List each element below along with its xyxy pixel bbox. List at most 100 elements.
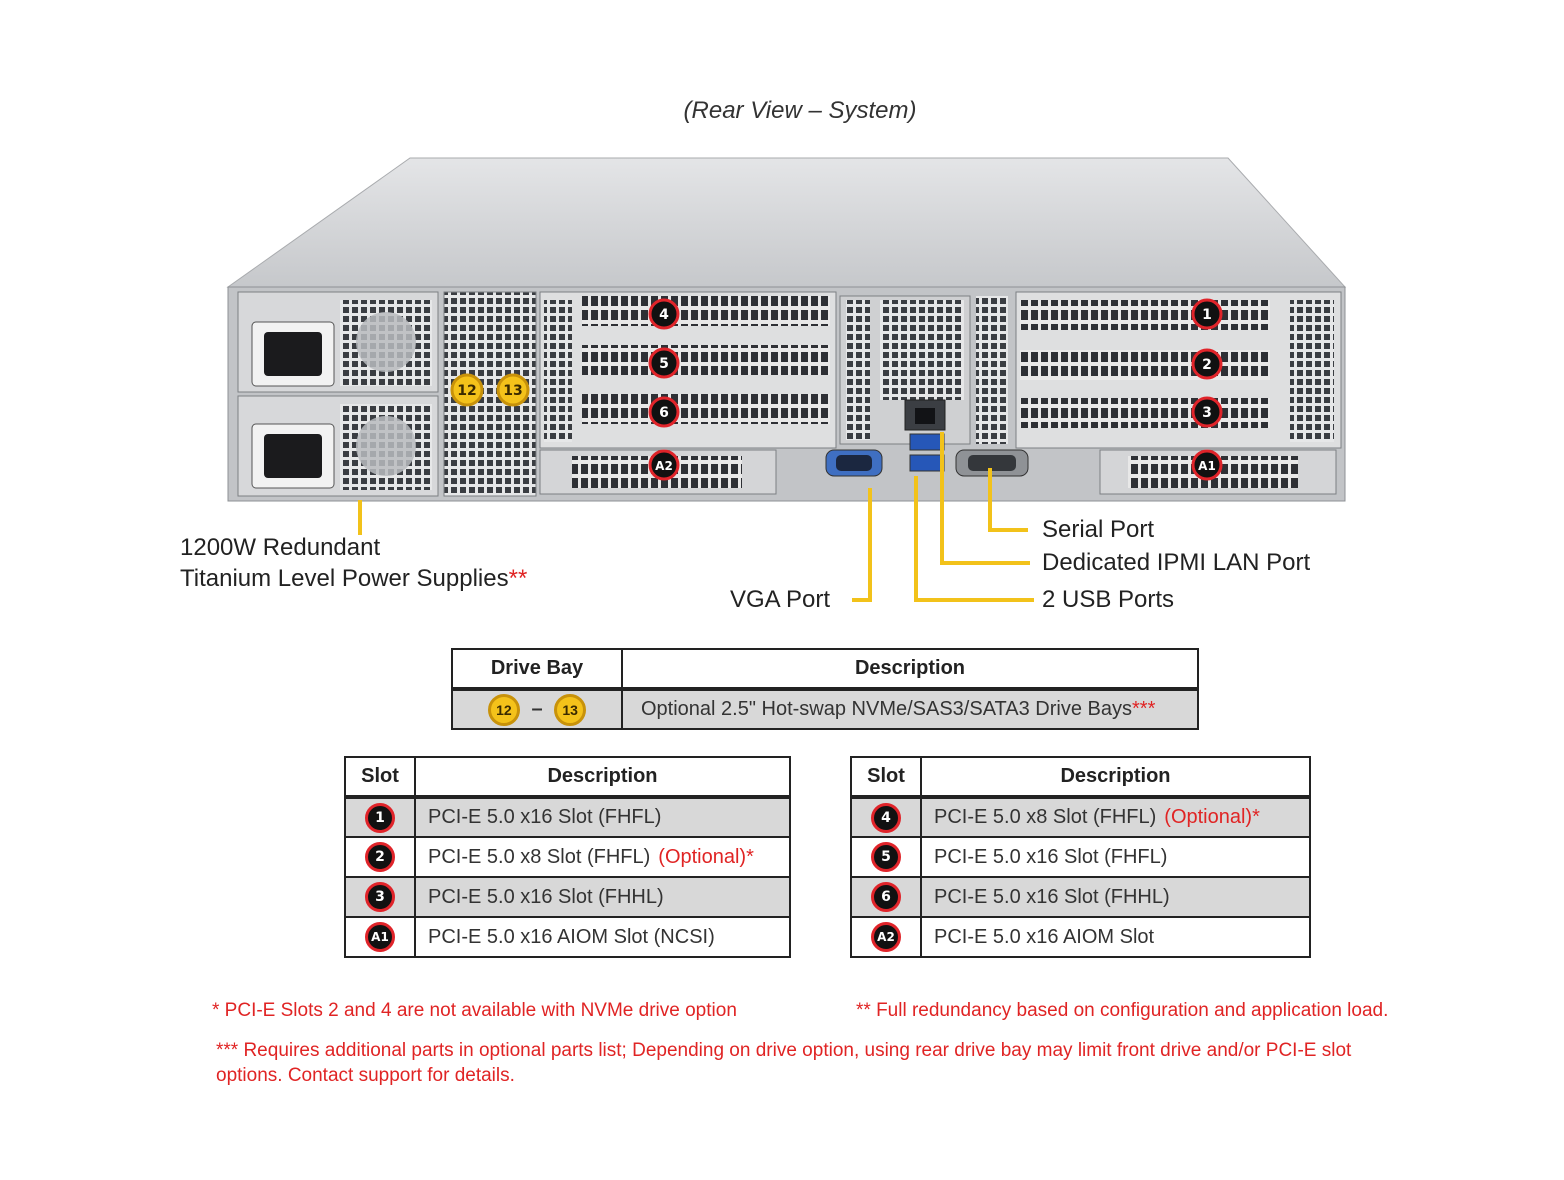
description-cell: PCI-E 5.0 x16 AIOM Slot [920,916,1311,958]
slot-cell: A2 [850,916,922,958]
table-row: 1 PCI-E 5.0 x16 Slot (FHFL) [344,796,791,838]
right-riser-cage [1015,291,1342,495]
table-row: 4 PCI-E 5.0 x8 Slot (FHFL) (Optional)* [850,796,1311,838]
badge-slot-5: 5 [648,347,680,379]
badge-slot-6: 6 [648,396,680,428]
drive-desc-header: Description [621,648,1199,691]
badge-slot-1: 1 [1191,298,1223,330]
description-cell: PCI-E 5.0 x16 Slot (FHHL) [920,876,1311,918]
drive-bay-description: Optional 2.5" Hot-swap NVMe/SAS3/SATA3 D… [621,688,1199,730]
description-cell: PCI-E 5.0 x16 Slot (FHHL) [414,876,791,918]
slot-description: PCI-E 5.0 x16 Slot (FHFL) [428,806,662,828]
description-cell: PCI-E 5.0 x16 Slot (FHFL) [414,796,791,838]
slot-cell: 1 [344,796,416,838]
psu-label-line2: Titanium Level Power Supplies** [180,563,527,594]
callout-leaders [358,432,1034,602]
drive-desc-text: Optional 2.5" Hot-swap NVMe/SAS3/SATA3 D… [641,698,1132,720]
psu-footnote-mark: ** [508,565,528,592]
usb-ports-label: 2 USB Ports [1042,586,1175,613]
table-row: A1 PCI-E 5.0 x16 AIOM Slot (NCSI) [344,916,791,958]
vga-port-label: VGA Port [730,586,831,613]
optional-note: (Optional)* [658,845,754,868]
slot-description: PCI-E 5.0 x16 Slot (FHHL) [428,885,664,908]
badge-slot-3: 3 [1191,396,1223,428]
slot-badge: 4 [871,802,901,833]
vga-leader [852,488,872,602]
table-row: 5 PCI-E 5.0 x16 Slot (FHFL) [850,836,1311,878]
optional-note: (Optional)* [1164,806,1260,828]
slot-badge: 6 [871,882,901,912]
badge-slot-2-label: 2 [1202,357,1212,373]
diagram-title: (Rear View – System) [683,97,917,124]
footnote-1: * PCI-E Slots 2 and 4 are not available … [212,1000,737,1021]
table-row: 2 PCI-E 5.0 x8 Slot (FHFL) (Optional)* [344,836,791,878]
badge-bay-13-label: 13 [503,383,522,399]
badge-bay-12-label: 12 [457,383,476,399]
badge-slot-3-label: 3 [1202,405,1212,421]
badge-slot-4-label: 4 [659,307,669,323]
serial-leader [988,468,1028,532]
slot-cell: 3 [344,876,416,918]
badge-bay-12: 12 [450,373,484,407]
badge-slot-1-label: 1 [1202,307,1212,323]
description-cell: PCI-E 5.0 x8 Slot (FHFL) (Optional)* [920,796,1311,838]
slot-cell: 2 [344,836,416,878]
psu-label: 1200W Redundant Titanium Level Power Sup… [180,532,527,594]
badge-slot-a1-label: A1 [1198,459,1216,473]
psu-label-text: Titanium Level Power Supplies [180,565,509,592]
description-header: Description [414,756,791,799]
bay-range-dash: – [531,697,543,720]
slot-header: Slot [850,756,922,799]
badge-slot-2: 2 [1191,348,1223,380]
usb-leader [914,476,1034,602]
drive-desc-mark: *** [1132,698,1156,720]
slot-badge: A2 [871,922,901,952]
left-riser-cage [539,291,837,495]
description-cell: PCI-E 5.0 x16 AIOM Slot (NCSI) [414,916,791,958]
footnote-2: ** Full redundancy based on configuratio… [856,1000,1389,1021]
bay-12-badge: 12 [487,693,520,726]
slot-cell: A1 [344,916,416,958]
usb-port-1 [909,433,945,451]
usb-port-2 [909,454,945,472]
ipmi-leader [940,432,1030,565]
slot-badge: 3 [365,882,395,912]
serial-port-label: Serial Port [1042,516,1155,543]
slot-badge: 2 [365,842,395,872]
drive-bay-range: 12 – 13 [451,688,623,730]
ipmi-port-label: Dedicated IPMI LAN Port [1042,549,1311,576]
slot-description: PCI-E 5.0 x16 Slot (FHHL) [934,885,1170,908]
slot-cell: 6 [850,876,922,918]
badge-slot-a2-label: A2 [655,459,673,473]
table-row: 12 – 13 Optional 2.5" Hot-swap NVMe/SAS3… [451,688,1199,730]
slot-badge: 1 [365,802,395,833]
drive-bay-table: Drive Bay Description 12 – 13 Optional 2… [451,648,1199,730]
drive-bay-header: Drive Bay [451,648,623,691]
slot-description: PCI-E 5.0 x8 Slot (FHFL) [934,806,1157,828]
description-cell: PCI-E 5.0 x16 Slot (FHFL) [920,836,1311,878]
slot-description: PCI-E 5.0 x8 Slot (FHFL) [428,845,651,868]
io-panel [825,295,1029,477]
table-row: 3 PCI-E 5.0 x16 Slot (FHHL) [344,876,791,918]
power-supply-2 [237,395,439,497]
slot-badge: 5 [871,842,901,872]
chassis-top-cover [226,157,1347,288]
badge-slot-a1: A1 [1191,449,1223,481]
server-rear-view: 12 13 4 5 6 A2 1 2 3 A1 [226,157,1347,602]
slot-description: PCI-E 5.0 x16 Slot (FHFL) [934,845,1168,868]
description-cell: PCI-E 5.0 x8 Slot (FHFL) (Optional)* [414,836,791,878]
badge-slot-6-label: 6 [659,405,669,421]
slot-description: PCI-E 5.0 x16 AIOM Slot [934,925,1155,948]
slot-cell: 4 [850,796,922,838]
slot-description: PCI-E 5.0 x16 AIOM Slot (NCSI) [428,925,715,948]
psu-label-line1: 1200W Redundant [180,534,381,561]
footnote-3: *** Requires additional parts in optiona… [216,1040,1352,1086]
badge-slot-5-label: 5 [659,356,669,372]
badge-slot-4: 4 [648,298,680,330]
chassis-badges: 12 13 4 5 6 A2 1 2 3 A1 [450,298,1223,481]
badge-slot-a2: A2 [648,449,680,481]
badge-bay-13: 13 [496,373,530,407]
table-row: 6 PCI-E 5.0 x16 Slot (FHHL) [850,876,1311,918]
